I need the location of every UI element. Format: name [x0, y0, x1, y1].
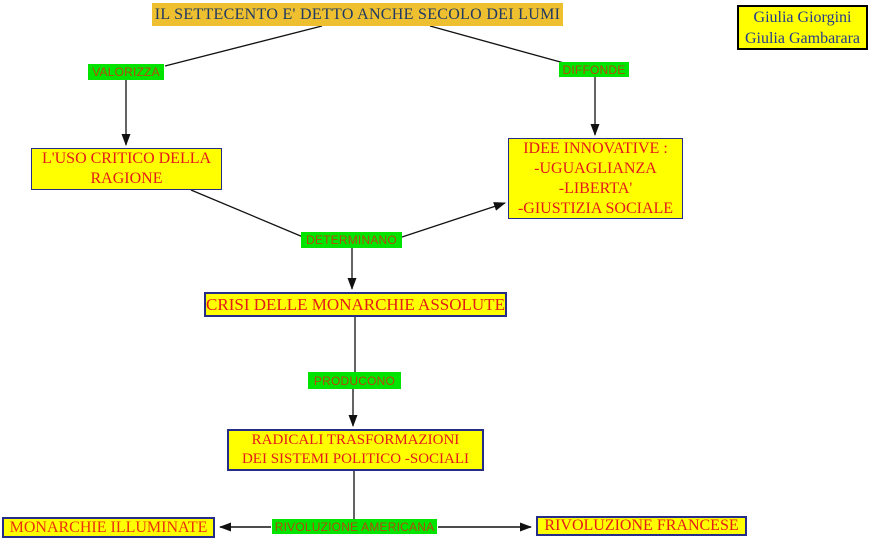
concept-uso-critico[interactable]: L'USO CRITICO DELLA RAGIONE	[31, 148, 222, 190]
authors-box[interactable]: Giulia Giorgini Giulia Gambarara	[737, 5, 868, 50]
author-name-2: Giulia Gambarara	[744, 29, 861, 47]
concept-monarchie-illuminate[interactable]: MONARCHIE ILLUMINATE	[2, 517, 215, 538]
link-label-rivoluzione-americana[interactable]: RIVOLUZIONE AMERICANA	[272, 519, 437, 534]
concept-crisi-monarchie[interactable]: CRISI DELLE MONARCHIE ASSOLUTE	[204, 292, 507, 317]
concept-idee-innovative[interactable]: IDEE INNOVATIVE : -UGUAGLIANZA -LIBERTA'…	[508, 138, 683, 219]
connector-determinano-idee	[401, 202, 506, 238]
concept-radicali-trasformazioni[interactable]: RADICALI TRASFORMAZIONI DEI SISTEMI POLI…	[227, 429, 484, 471]
connector-title-diffonde	[429, 25, 565, 64]
link-label-determinano[interactable]: DETERMINANO	[301, 232, 402, 248]
author-name-1: Giulia Giorgini	[753, 8, 852, 26]
concept-rivoluzione-francese[interactable]: RIVOLUZIONE FRANCESE	[536, 516, 747, 536]
connector-title-valorizza	[164, 25, 323, 67]
link-label-valorizza[interactable]: VALORIZZA	[88, 64, 164, 80]
link-label-diffonde[interactable]: DIFFONDE	[559, 62, 629, 77]
map-title-node[interactable]: IL SETTECENTO E' DETTO ANCHE SECOLO DEI …	[152, 3, 563, 26]
connector-usocritico-determinano	[190, 189, 304, 238]
link-label-producono[interactable]: PRODUCONO	[308, 372, 401, 389]
